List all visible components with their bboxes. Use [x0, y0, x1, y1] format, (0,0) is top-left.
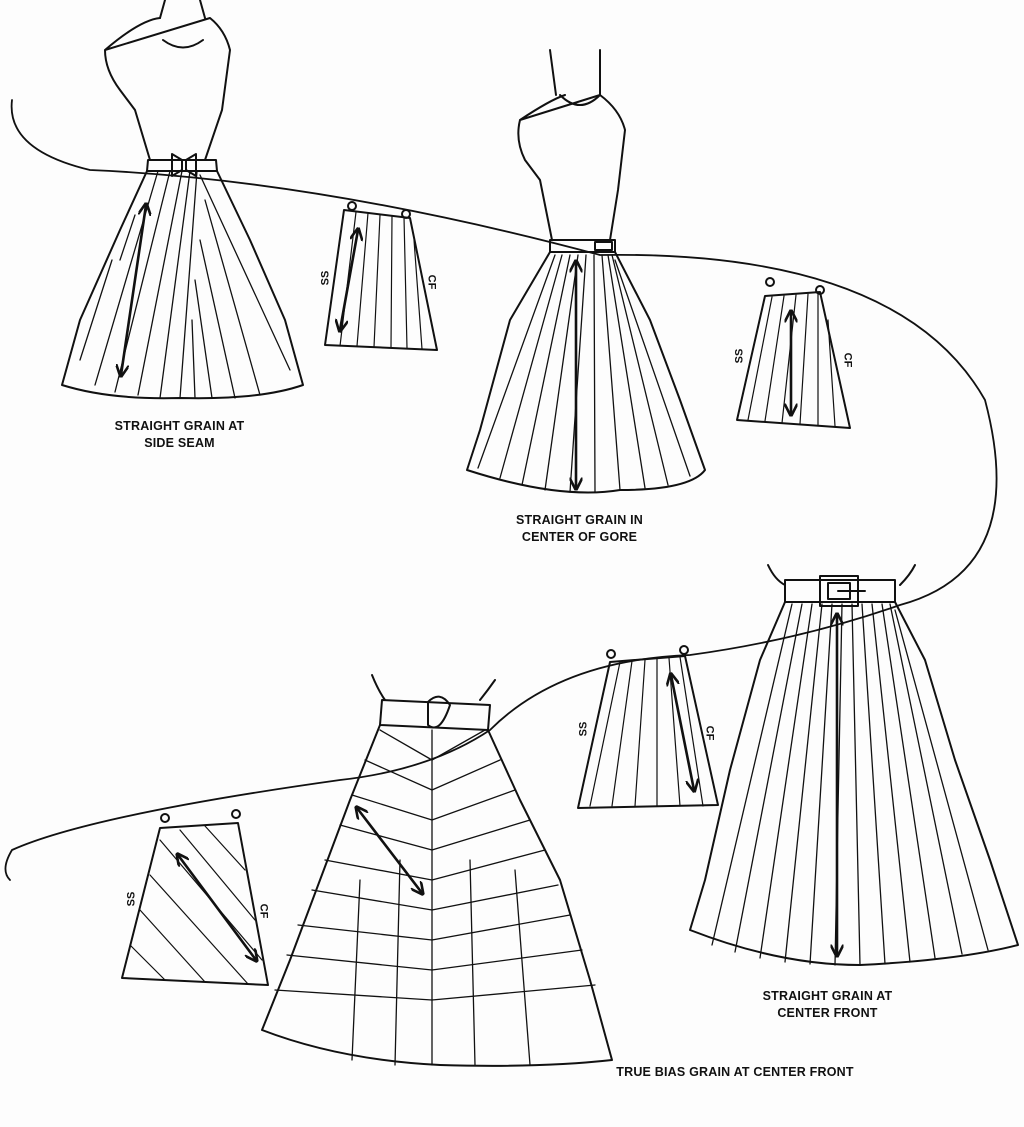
- skirt-center-gore: [466, 49, 706, 494]
- bodice-1: [104, 17, 231, 161]
- caption-side-seam: STRAIGHT GRAIN AT SIDE SEAM: [92, 418, 267, 452]
- grain-arrow-4: [357, 808, 422, 893]
- caption-center-gore-line-2: CENTER OF GORE: [521, 530, 638, 544]
- grain-arrow-piece-3: [671, 675, 694, 790]
- clothesline: [4, 99, 998, 881]
- cf-label-piece-1: CF: [425, 274, 438, 290]
- bow-1: [171, 153, 197, 177]
- caption-center-front-line-2: CENTER FRONT: [777, 1006, 878, 1020]
- skirt-3-outline: [689, 601, 1019, 966]
- caption-side-seam-line-1: STRAIGHT GRAIN AT: [114, 419, 245, 433]
- caption-side-seam-line-2: SIDE SEAM: [144, 436, 215, 450]
- pattern-piece-2: [736, 277, 851, 429]
- grain-arrow-piece-4: [178, 855, 256, 960]
- ss-label-piece-2: SS: [733, 348, 746, 364]
- pattern-piece-1: [324, 201, 438, 351]
- skirt-center-front: [689, 564, 1019, 966]
- skirt-2-outline: [466, 251, 706, 494]
- pattern-piece-4: [121, 809, 269, 986]
- caption-center-gore: STRAIGHT GRAIN IN CENTER OF GORE: [492, 512, 667, 546]
- skirt-true-bias: [261, 674, 613, 1067]
- ss-label-piece-3: SS: [577, 721, 590, 737]
- cf-label-piece-3: CF: [703, 725, 716, 741]
- caption-true-bias: TRUE BIAS GRAIN AT CENTER FRONT: [616, 1065, 854, 1079]
- caption-center-front-line-1: STRAIGHT GRAIN AT: [762, 989, 893, 1003]
- pattern-piece-3: [577, 645, 719, 809]
- grain-arrow-1: [121, 205, 146, 375]
- caption-center-gore-line-1: STRAIGHT GRAIN IN: [515, 513, 643, 527]
- bodice-2: [517, 94, 626, 241]
- skirt-4-outline: [261, 724, 613, 1067]
- caption-center-front: STRAIGHT GRAIN AT CENTER FRONT: [740, 988, 915, 1022]
- grain-arrow-piece-1: [340, 230, 358, 330]
- skirt-side-seam: [61, 0, 304, 400]
- ss-label-piece-4: SS: [125, 891, 138, 907]
- cf-label-piece-4: CF: [257, 903, 270, 919]
- waistband-4: [379, 699, 491, 731]
- cf-label-piece-2: CF: [841, 352, 854, 368]
- buckle-3: [819, 575, 866, 607]
- knot-4: [427, 695, 451, 729]
- ss-label-piece-1: SS: [319, 270, 332, 286]
